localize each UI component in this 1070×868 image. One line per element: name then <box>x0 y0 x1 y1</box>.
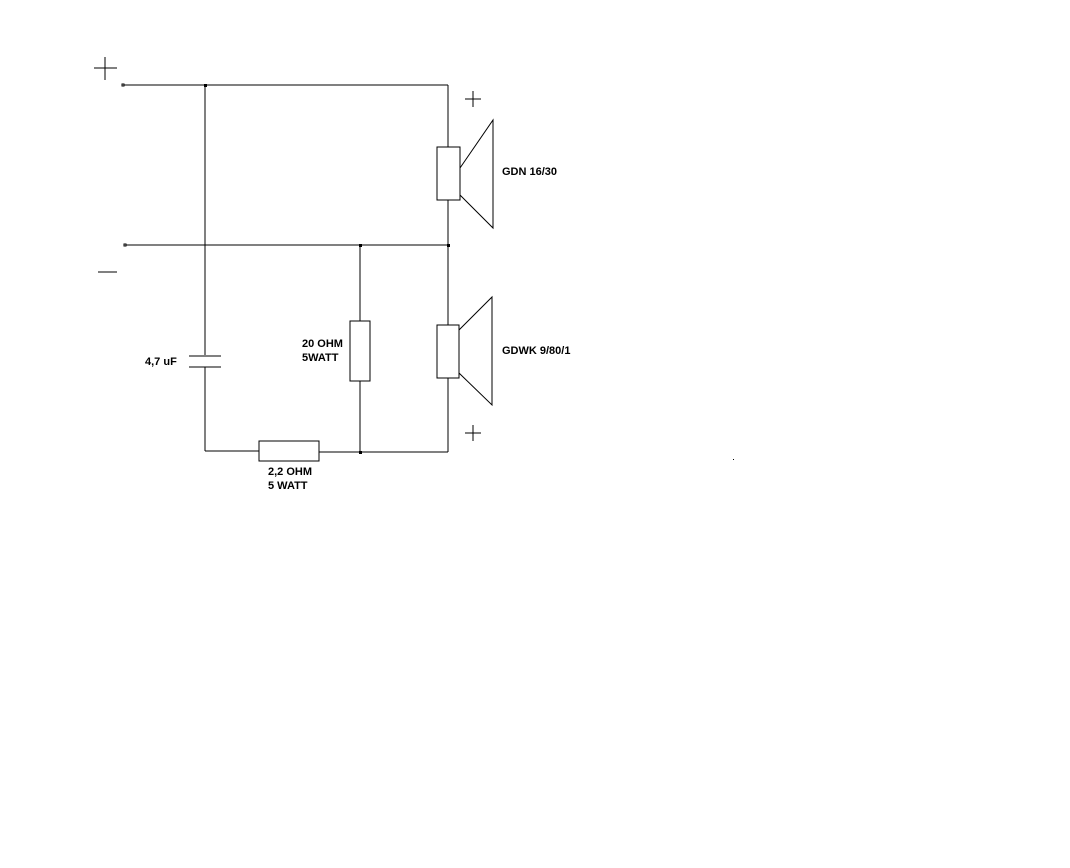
speaker-1-plus-sign <box>465 91 481 107</box>
resistor-20-ohm-power: 5WATT <box>302 352 339 364</box>
positive-terminal-sign <box>94 57 117 80</box>
speaker-2-label: GDWK 9/80/1 <box>502 345 571 357</box>
speaker-2-plus-sign <box>465 425 481 441</box>
negative-terminal <box>123 243 127 247</box>
resistor-20-ohm-symbol <box>349 320 371 382</box>
junction-dots <box>204 84 734 460</box>
wires <box>124 84 449 453</box>
speaker-1-label: GDN 16/30 <box>502 166 558 178</box>
capacitor-symbol <box>189 355 221 368</box>
resistor-20-ohm-value: 20 OHM <box>302 338 343 350</box>
resistor-2-2-ohm-power: 5 WATT <box>268 480 308 492</box>
resistor-2-2-ohm-label: 2,2 OHM 5 WATT <box>268 465 312 493</box>
resistor-20-ohm-label: 20 OHM 5WATT <box>302 337 343 365</box>
speaker-1-symbol <box>436 118 494 230</box>
capacitor-label: 4,7 uF <box>145 356 177 368</box>
resistor-2-2-ohm-value: 2,2 OHM <box>268 466 313 478</box>
positive-terminal <box>121 83 125 87</box>
speaker-2-symbol <box>436 295 493 407</box>
resistor-2-2-ohm-symbol <box>258 440 320 462</box>
